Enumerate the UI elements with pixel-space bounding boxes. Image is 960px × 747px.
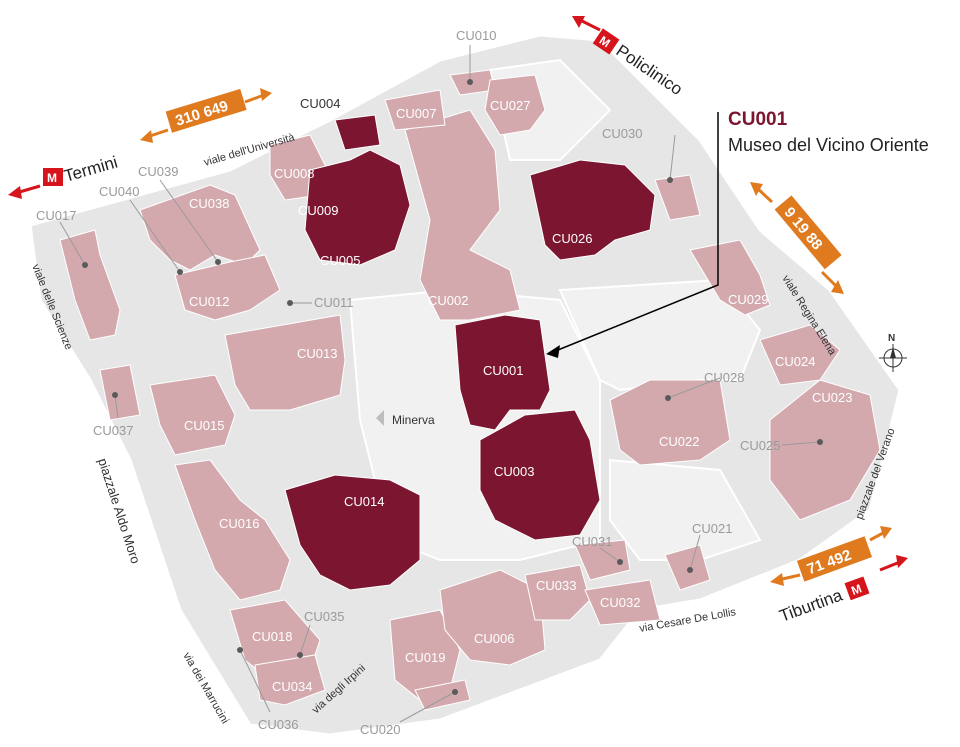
- label-cu040[interactable]: CU040: [99, 184, 139, 199]
- label-cu004[interactable]: CU004: [300, 96, 340, 111]
- callout-cu001: CU001 Museo del Vicino Oriente: [546, 109, 929, 358]
- transit-bus-top: 310 649: [140, 88, 272, 143]
- bus-right-bottom-arrow-icon: [831, 280, 844, 294]
- label-cu022[interactable]: CU022: [659, 434, 699, 449]
- label-cu010[interactable]: CU010: [456, 28, 496, 43]
- label-cu006[interactable]: CU006: [474, 631, 514, 646]
- label-cu018[interactable]: CU018: [252, 629, 292, 644]
- termini-arrow-icon: [8, 186, 22, 199]
- label-cu015[interactable]: CU015: [184, 418, 224, 433]
- compass: N: [879, 333, 907, 372]
- label-cu037[interactable]: CU037: [93, 423, 133, 438]
- bus-top-right-arrow-icon: [260, 88, 272, 101]
- buildings-highlighted: [284, 114, 656, 591]
- label-cu023[interactable]: CU023: [812, 390, 852, 405]
- tiburtina-metro-icon: [844, 576, 870, 601]
- label-cu035[interactable]: CU035: [304, 609, 344, 624]
- label-cu009[interactable]: CU009: [298, 203, 338, 218]
- label-cu008[interactable]: CU008: [274, 166, 314, 181]
- label-cu026[interactable]: CU026: [552, 231, 592, 246]
- building-labels: CU001 CU002 CU003 CU004 CU005 CU006 CU00…: [36, 28, 852, 737]
- label-cu013[interactable]: CU013: [297, 346, 337, 361]
- bus-bottom-badge: [796, 536, 873, 582]
- label-cu002[interactable]: CU002: [428, 293, 468, 308]
- label-cu027[interactable]: CU027: [490, 98, 530, 113]
- label-cu038[interactable]: CU038: [189, 196, 229, 211]
- label-cu030[interactable]: CU030: [602, 126, 642, 141]
- label-cu028[interactable]: CU028: [704, 370, 744, 385]
- label-cu021[interactable]: CU021: [692, 521, 732, 536]
- bus-right-top-arrow-icon: [750, 182, 763, 196]
- label-cu020[interactable]: CU020: [360, 722, 400, 737]
- callout-name: Museo del Vicino Oriente: [728, 135, 929, 155]
- bus-bottom-left-arrow-icon: [770, 573, 784, 586]
- compass-north-label: N: [888, 333, 895, 344]
- label-cu025[interactable]: CU025: [740, 438, 780, 453]
- callout-arrow-icon: [546, 345, 560, 358]
- label-cu029[interactable]: CU029: [728, 292, 768, 307]
- label-cu012[interactable]: CU012: [189, 294, 229, 309]
- buildings-other: [59, 69, 881, 711]
- termini-metro-icon: [43, 168, 63, 186]
- label-cu036[interactable]: CU036: [258, 717, 298, 732]
- minerva-label: Minerva: [392, 413, 435, 427]
- label-cu034[interactable]: CU034: [272, 679, 312, 694]
- label-cu001[interactable]: CU001: [483, 363, 523, 378]
- minerva-triangle-icon: [376, 410, 384, 426]
- policlinico-metro-icon: [592, 28, 620, 55]
- label-cu016[interactable]: CU016: [219, 516, 259, 531]
- label-cu005[interactable]: CU005: [320, 253, 360, 268]
- label-cu032[interactable]: CU032: [600, 595, 640, 610]
- label-cu019[interactable]: CU019: [405, 650, 445, 665]
- label-cu039[interactable]: CU039: [138, 164, 178, 179]
- bus-bottom-right-arrow-icon: [880, 526, 892, 539]
- termini-station-label: Termini: [62, 152, 120, 185]
- tiburtina-metro-symbol: M: [849, 581, 863, 598]
- tiburtina-arrow-icon: [896, 555, 908, 568]
- label-cu003[interactable]: CU003: [494, 464, 534, 479]
- label-cu033[interactable]: CU033: [536, 578, 576, 593]
- label-cu031[interactable]: CU031: [572, 534, 612, 549]
- termini-metro-symbol: M: [47, 171, 57, 185]
- minerva-landmark: Minerva: [376, 410, 435, 427]
- label-cu024[interactable]: CU024: [775, 354, 815, 369]
- callout-code: CU001: [728, 109, 788, 130]
- label-cu014[interactable]: CU014: [344, 494, 384, 509]
- bus-right-badge: [774, 195, 842, 270]
- label-cu017[interactable]: CU017: [36, 208, 76, 223]
- label-cu007[interactable]: CU007: [396, 106, 436, 121]
- label-cu011[interactable]: CU011: [314, 295, 354, 310]
- bus-top-badge: [165, 88, 247, 133]
- leader-lines: [59, 45, 823, 723]
- north-arrow-icon: [890, 347, 896, 358]
- policlinico-arrow-icon: [572, 16, 585, 28]
- bus-top-left-arrow-icon: [140, 130, 153, 143]
- tiburtina-station-label: Tiburtina: [777, 585, 846, 625]
